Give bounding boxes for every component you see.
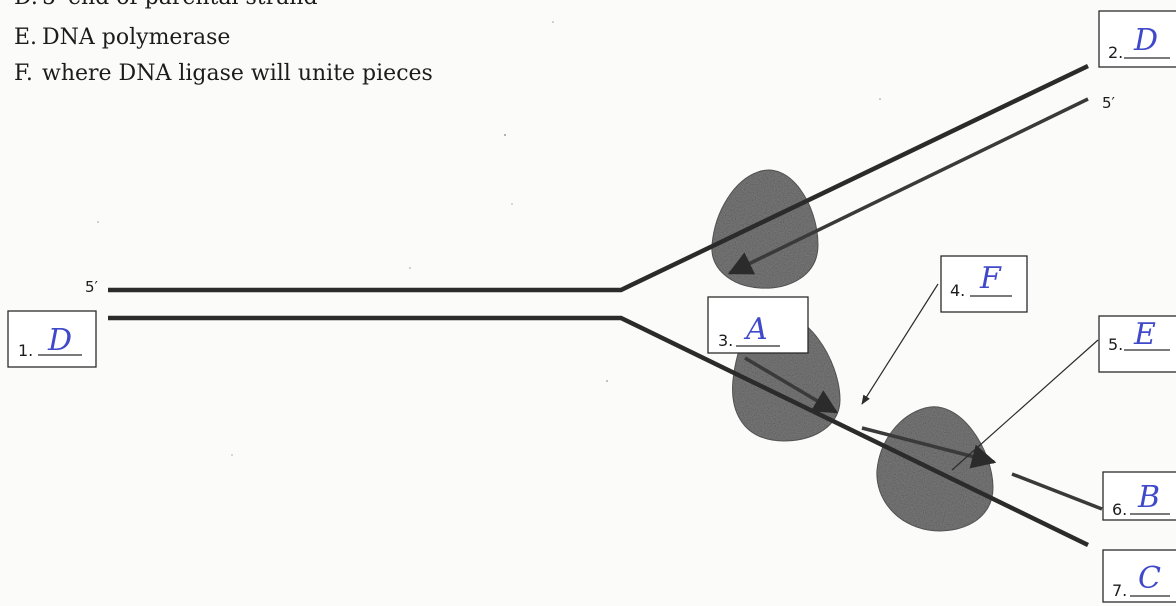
okazaki-fragment-2 — [861, 426, 997, 469]
answer-box-4[interactable]: 4. F — [940, 255, 1028, 313]
parental-strand-bottom — [108, 315, 1089, 548]
answer-box-2[interactable]: 2. D — [1098, 10, 1176, 68]
five-prime-label-left: 5′ — [85, 278, 99, 296]
key-letter-f: F. — [14, 61, 33, 86]
answer-box-5-frame — [1098, 315, 1176, 373]
answer-box-5-number: 5. — [1108, 335, 1123, 354]
leader-4 — [861, 283, 939, 405]
leader-lines — [861, 283, 1099, 471]
answer-box-7[interactable]: 7. C — [1102, 549, 1176, 603]
okazaki-fragment-3 — [1011, 472, 1103, 511]
five-prime-label-right: 5′ — [1102, 94, 1116, 112]
answer-box-6[interactable]: 6. B — [1102, 471, 1176, 521]
answer-box-4-number: 4. — [950, 281, 965, 300]
answer-box-1-frame — [7, 310, 97, 368]
answer-box-5[interactable]: 5. E — [1098, 315, 1176, 373]
answer-box-1[interactable]: 1. D — [7, 310, 97, 368]
parental-strand-top — [108, 63, 1089, 293]
answer-box-7-answer: C — [1138, 561, 1161, 596]
answer-box-5-answer: E — [1133, 317, 1156, 352]
enzyme-blob-top — [711, 169, 819, 289]
answer-box-2-answer: D — [1133, 23, 1158, 58]
scan-specks — [97, 21, 881, 456]
answer-box-4-frame — [940, 255, 1028, 313]
key-text-f: where DNA ligase will unite pieces — [42, 61, 433, 86]
answer-box-6-frame — [1102, 471, 1176, 521]
answer-box-7-number: 7. — [1112, 581, 1127, 600]
answer-box-4-answer: F — [979, 261, 1002, 296]
answer-box-6-number: 6. — [1112, 500, 1127, 519]
new-strands — [727, 97, 1103, 511]
answer-box-3-frame — [707, 296, 809, 354]
leader-5 — [951, 339, 1099, 471]
key-letter-d: D. — [14, 0, 38, 10]
key-text-d: 5′ end of parental strand — [42, 0, 318, 10]
answer-box-3[interactable]: 3. A — [707, 296, 809, 354]
answer-box-2-number: 2. — [1108, 43, 1123, 62]
answer-box-1-answer: D — [47, 323, 72, 358]
answer-box-3-number: 3. — [718, 331, 733, 350]
answer-box-1-number: 1. — [18, 341, 33, 360]
okazaki-fragment-1 — [744, 356, 839, 414]
key-list: D. 5′ end of parental strand E. DNA poly… — [14, 0, 433, 86]
parental-strands — [108, 63, 1089, 548]
leading-strand — [727, 97, 1089, 275]
answer-box-6-answer: B — [1137, 480, 1160, 515]
answer-box-3-answer: A — [743, 312, 768, 347]
key-text-e: DNA polymerase — [42, 25, 230, 50]
answer-box-7-frame — [1102, 549, 1176, 603]
key-letter-e: E. — [14, 25, 37, 50]
